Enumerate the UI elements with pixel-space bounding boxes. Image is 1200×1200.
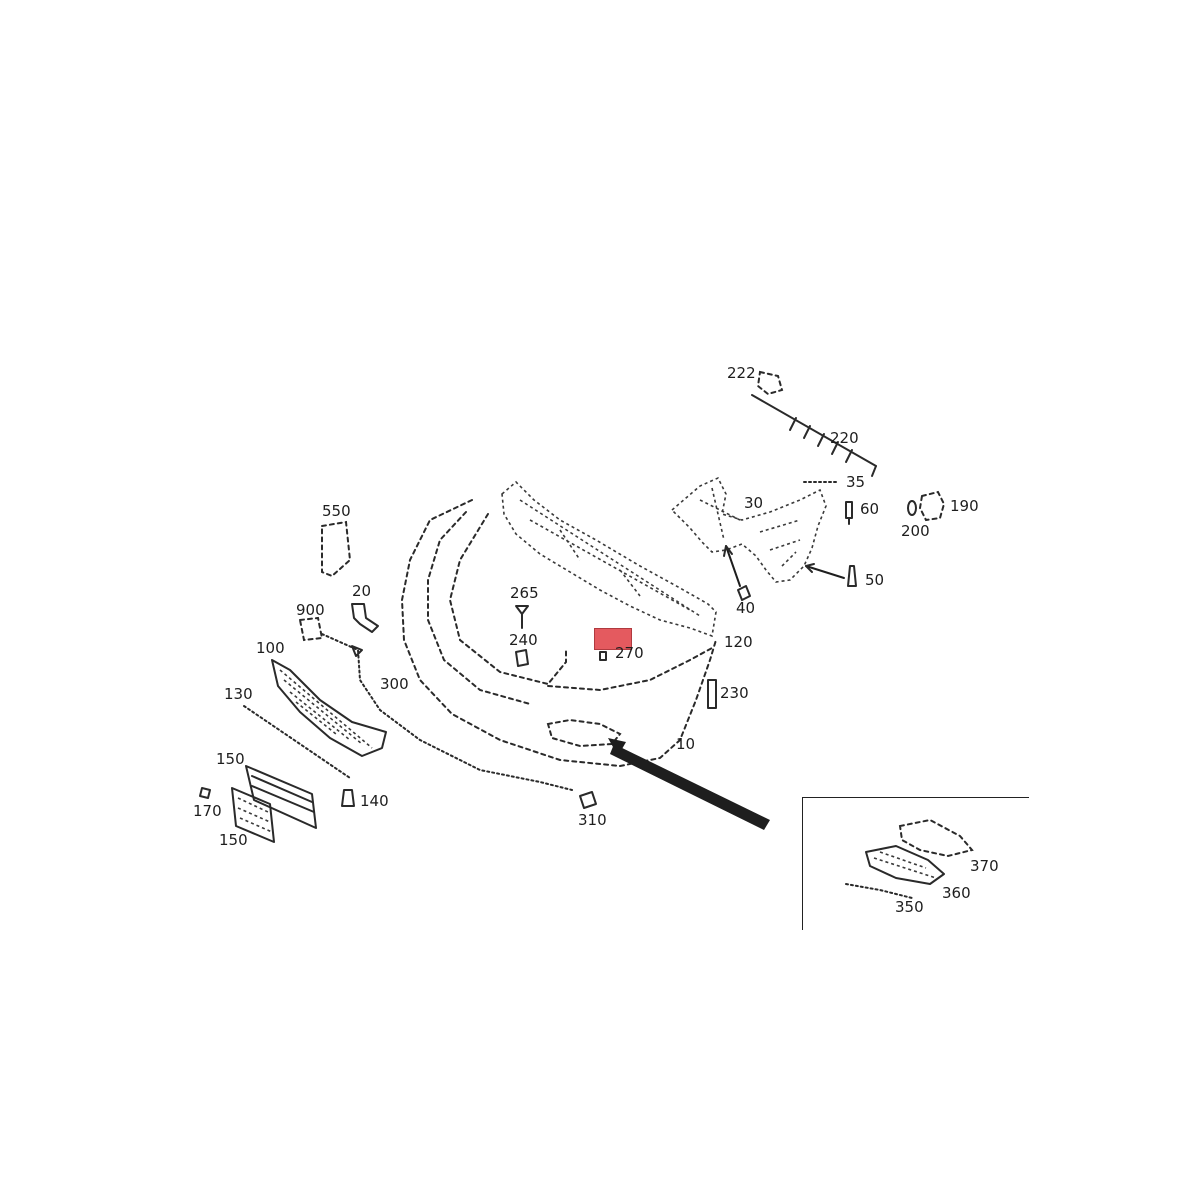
part-170-screw	[199, 787, 211, 799]
part-140-clip	[341, 789, 355, 807]
part-20-bracket	[351, 603, 379, 633]
label-310: 310	[578, 811, 607, 829]
label-40: 40	[736, 599, 756, 617]
part-350-strip	[845, 883, 913, 899]
label-350: 350	[895, 898, 924, 916]
label-60: 60	[860, 500, 880, 518]
part-130-strip	[243, 705, 351, 779]
label-190: 190	[950, 497, 979, 515]
label-240: 240	[509, 631, 538, 649]
label-50: 50	[865, 571, 885, 589]
part-550-bracket	[321, 520, 352, 578]
label-120: 120	[724, 633, 753, 651]
highlighted-part-marker	[594, 628, 632, 650]
part-150-lower-plate	[231, 787, 275, 843]
label-550: 550	[322, 502, 351, 520]
part-220-strip	[751, 394, 877, 477]
part-40-clip	[723, 545, 751, 601]
part-190-clip	[918, 490, 946, 522]
label-20: 20	[352, 582, 372, 600]
callout-arrow	[608, 738, 770, 830]
inset-frame	[802, 797, 1029, 930]
part-100-grille	[271, 659, 387, 757]
label-10: 10	[676, 735, 696, 753]
part-10-bumper	[400, 499, 717, 768]
part-50-clip	[805, 563, 857, 587]
part-240-clip	[515, 649, 529, 667]
label-140: 140	[360, 792, 389, 810]
part-370-cover	[898, 818, 974, 858]
label-100: 100	[256, 639, 285, 657]
label-30: 30	[744, 494, 764, 512]
part-360-grille	[865, 845, 945, 885]
part-300-harness	[321, 633, 573, 791]
label-200: 200	[901, 522, 930, 540]
part-200-nut	[907, 500, 917, 516]
label-222: 222	[727, 364, 756, 382]
label-130: 130	[224, 685, 253, 703]
label-35: 35	[846, 473, 866, 491]
part-230-clip	[707, 679, 717, 709]
part-270-clip	[599, 651, 607, 661]
label-900: 900	[296, 601, 325, 619]
part-120-support	[501, 480, 717, 638]
label-300: 300	[380, 675, 409, 693]
label-270: 270	[615, 644, 644, 662]
part-150-upper-plate	[245, 765, 317, 829]
part-310-clip	[579, 791, 597, 809]
label-150-lower: 150	[219, 831, 248, 849]
part-900-sensor	[298, 616, 324, 642]
part-222-clip	[756, 370, 784, 396]
part-60-clip	[845, 501, 853, 525]
label-170: 170	[193, 802, 222, 820]
label-360: 360	[942, 884, 971, 902]
part-30-bracket	[670, 476, 827, 583]
label-230: 230	[720, 684, 749, 702]
label-370: 370	[970, 857, 999, 875]
label-220: 220	[830, 429, 859, 447]
label-265: 265	[510, 584, 539, 602]
label-150-upper: 150	[216, 750, 245, 768]
part-265-screw	[515, 605, 529, 629]
